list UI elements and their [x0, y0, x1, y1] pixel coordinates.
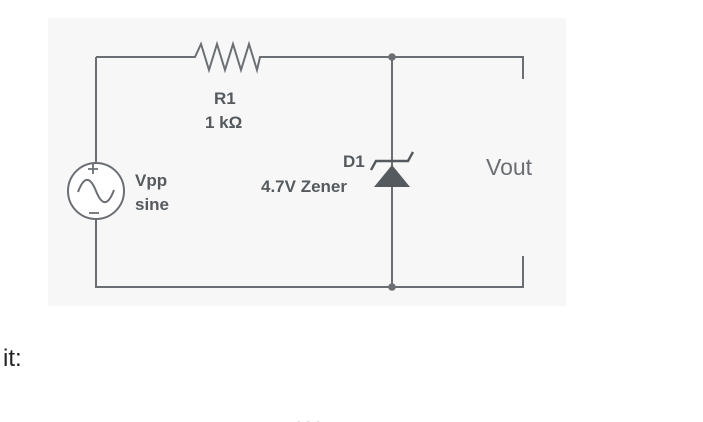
truncated-text: ...	[296, 408, 325, 422]
output-label: Vout	[486, 154, 533, 180]
junction-dot-bottom	[388, 283, 396, 291]
diode-ref-label: D1	[343, 152, 365, 171]
sine-voltage-source	[67, 162, 125, 220]
schematic-panel	[48, 18, 566, 306]
sine-wave-icon	[77, 178, 115, 204]
resistor-ref-label: R1	[214, 89, 236, 108]
plus-icon	[88, 164, 98, 174]
zener-cathode-bar	[369, 151, 415, 171]
source-name-label: Vpp	[135, 171, 167, 190]
junction-dot-top	[388, 53, 396, 61]
diode-triangle	[374, 165, 410, 187]
source-type-label: sine	[135, 195, 169, 214]
wires	[95, 56, 524, 288]
resistor-r1	[186, 40, 266, 74]
diode-value-label: 4.7V Zener	[261, 177, 347, 196]
zener-diode-d1	[369, 151, 415, 187]
caption-text: it:	[3, 345, 22, 372]
bottom-wire	[95, 220, 524, 288]
resistor-value-label: 1 kΩ	[205, 113, 242, 132]
top-right-wire	[266, 56, 524, 79]
